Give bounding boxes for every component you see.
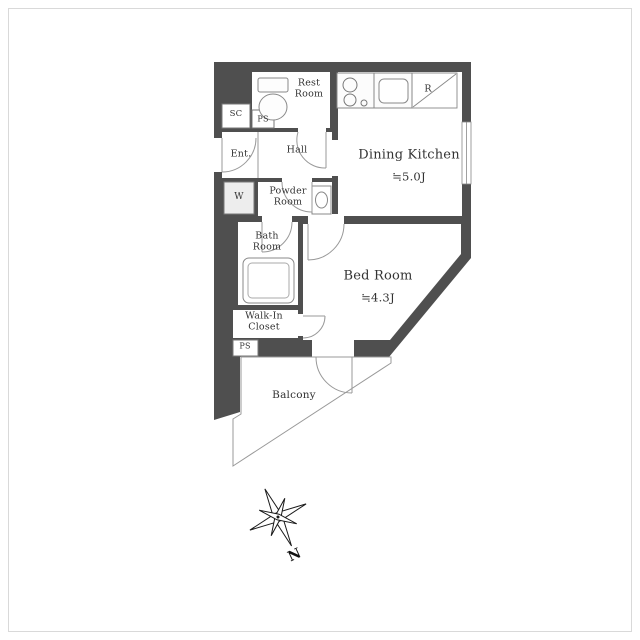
powder-room-door-arc xyxy=(281,181,313,213)
toilet-icon xyxy=(257,77,289,121)
bed-room-area xyxy=(303,224,461,340)
closet-opening xyxy=(296,314,305,336)
dining-kitchen-size: ≒5.0J xyxy=(392,169,426,184)
balcony-label: Balcony xyxy=(272,389,316,402)
walk-in-closet-label: Walk-In Closet xyxy=(245,310,283,332)
front-door-arc xyxy=(221,137,257,173)
walk-in-closet-area xyxy=(233,310,298,338)
bed-room-label: Bed Room xyxy=(343,268,413,284)
powder-room-opening xyxy=(282,176,312,184)
dining-kitchen-label: Dining Kitchen xyxy=(358,147,460,163)
balcony-door-opening xyxy=(312,338,354,358)
bathtub-icon xyxy=(242,257,295,304)
entrance-label: Ent. xyxy=(230,148,252,160)
compass-rose-icon xyxy=(249,488,307,547)
bath-room-opening xyxy=(262,214,292,224)
bed-room-opening xyxy=(308,214,344,226)
refrigerator-area xyxy=(411,72,458,109)
powder-room-label: Powder Room xyxy=(269,185,307,207)
shoe-closet-label: SC xyxy=(229,109,243,120)
shoe-closet-box xyxy=(221,103,251,129)
refrigerator-label: R xyxy=(424,83,432,95)
washer-box xyxy=(223,181,255,215)
stove-icon xyxy=(342,77,368,107)
entrance-hall-area xyxy=(222,132,332,178)
hall-label: Hall xyxy=(286,144,308,156)
pipe-space-bottom-box xyxy=(232,339,259,357)
washer-label: W xyxy=(234,191,244,202)
balcony-outline xyxy=(232,356,392,467)
bath-room-door-arc xyxy=(261,221,293,253)
window-icon xyxy=(461,121,472,185)
hall-dk-opening xyxy=(332,140,338,176)
sink-icon xyxy=(378,78,409,104)
front-door-opening xyxy=(214,138,224,172)
vanity-icon xyxy=(311,185,332,215)
rest-room-label: Rest Room xyxy=(294,77,324,99)
closet-door-arc xyxy=(302,315,326,339)
rest-room-door-arc xyxy=(296,131,327,169)
pipe-space-bottom-label: PS xyxy=(239,341,251,351)
balcony-door-arc xyxy=(315,356,353,394)
pipe-space-top-label: PS xyxy=(257,114,269,124)
bed-room-size: ≒4.3J xyxy=(361,290,395,305)
rest-room-opening xyxy=(298,126,326,134)
bath-room-label: Bath Room xyxy=(252,230,282,252)
bed-room-door-arc xyxy=(307,223,345,261)
